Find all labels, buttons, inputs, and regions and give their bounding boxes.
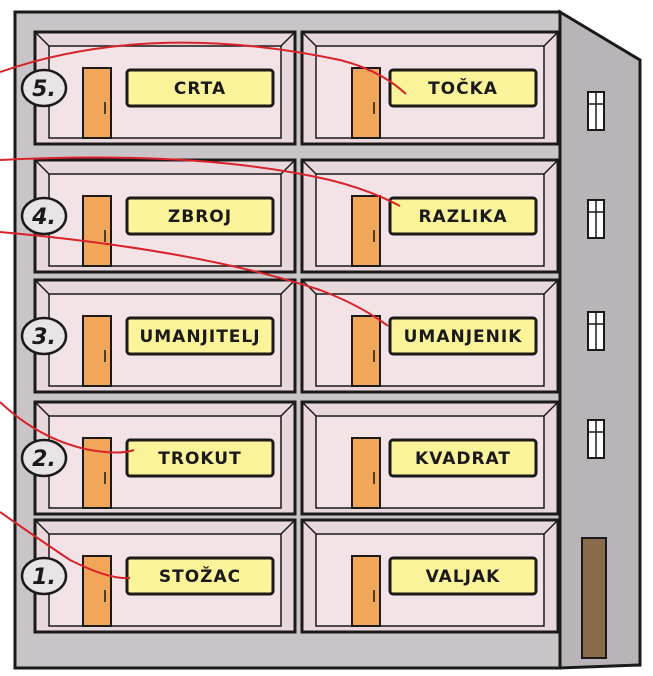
room-left-3: UMANJITELJ — [35, 280, 295, 392]
floor-number-badge: 3. — [22, 318, 66, 354]
room-left-5: STOŽAC — [35, 520, 295, 632]
room-right-5: VALJAK — [302, 520, 558, 632]
floor-number-label: 1. — [32, 565, 56, 590]
room-right-4: KVADRAT — [302, 402, 558, 514]
room-sign-label: KVADRAT — [415, 449, 511, 469]
room-sign-label: STOŽAC — [159, 565, 241, 587]
floor-number-label: 3. — [32, 325, 56, 350]
room-sign-label: ZBROJ — [168, 207, 232, 227]
floor-number-badge: 1. — [22, 558, 66, 594]
room-right-3: UMANJENIK — [302, 280, 558, 392]
floor-number-badge: 5. — [22, 70, 66, 106]
rooms: CRTA TOČKA 5. ZBROJ RAZLIKA 4. UMANJITELJ UMANJ… — [22, 32, 558, 632]
door — [83, 316, 111, 386]
floor-number-label: 4. — [31, 205, 56, 230]
door — [352, 196, 380, 266]
room-sign-label: CRTA — [174, 79, 226, 99]
floor-number-label: 5. — [32, 77, 56, 102]
room-right-2: RAZLIKA — [302, 160, 558, 272]
room-right-1: TOČKA — [302, 32, 558, 144]
door — [352, 68, 380, 138]
door — [83, 556, 111, 626]
door — [352, 316, 380, 386]
room-sign-label: RAZLIKA — [418, 207, 507, 227]
door — [83, 68, 111, 138]
door — [352, 556, 380, 626]
room-sign-label: UMANJITELJ — [139, 327, 260, 347]
room-left-1: CRTA — [35, 32, 295, 144]
door — [352, 438, 380, 508]
room-sign-label: TOČKA — [428, 77, 498, 99]
floor-number-label: 2. — [32, 447, 56, 472]
room-sign-label: TROKUT — [158, 449, 241, 469]
room-sign-label: VALJAK — [426, 567, 501, 587]
floor-number-badge: 4. — [22, 198, 66, 234]
door — [83, 196, 111, 266]
room-sign-label: UMANJENIK — [404, 327, 523, 347]
floor-number-badge: 2. — [22, 440, 66, 476]
room-left-4: TROKUT — [35, 402, 295, 514]
side-door — [582, 538, 606, 658]
room-left-2: ZBROJ — [35, 160, 295, 272]
